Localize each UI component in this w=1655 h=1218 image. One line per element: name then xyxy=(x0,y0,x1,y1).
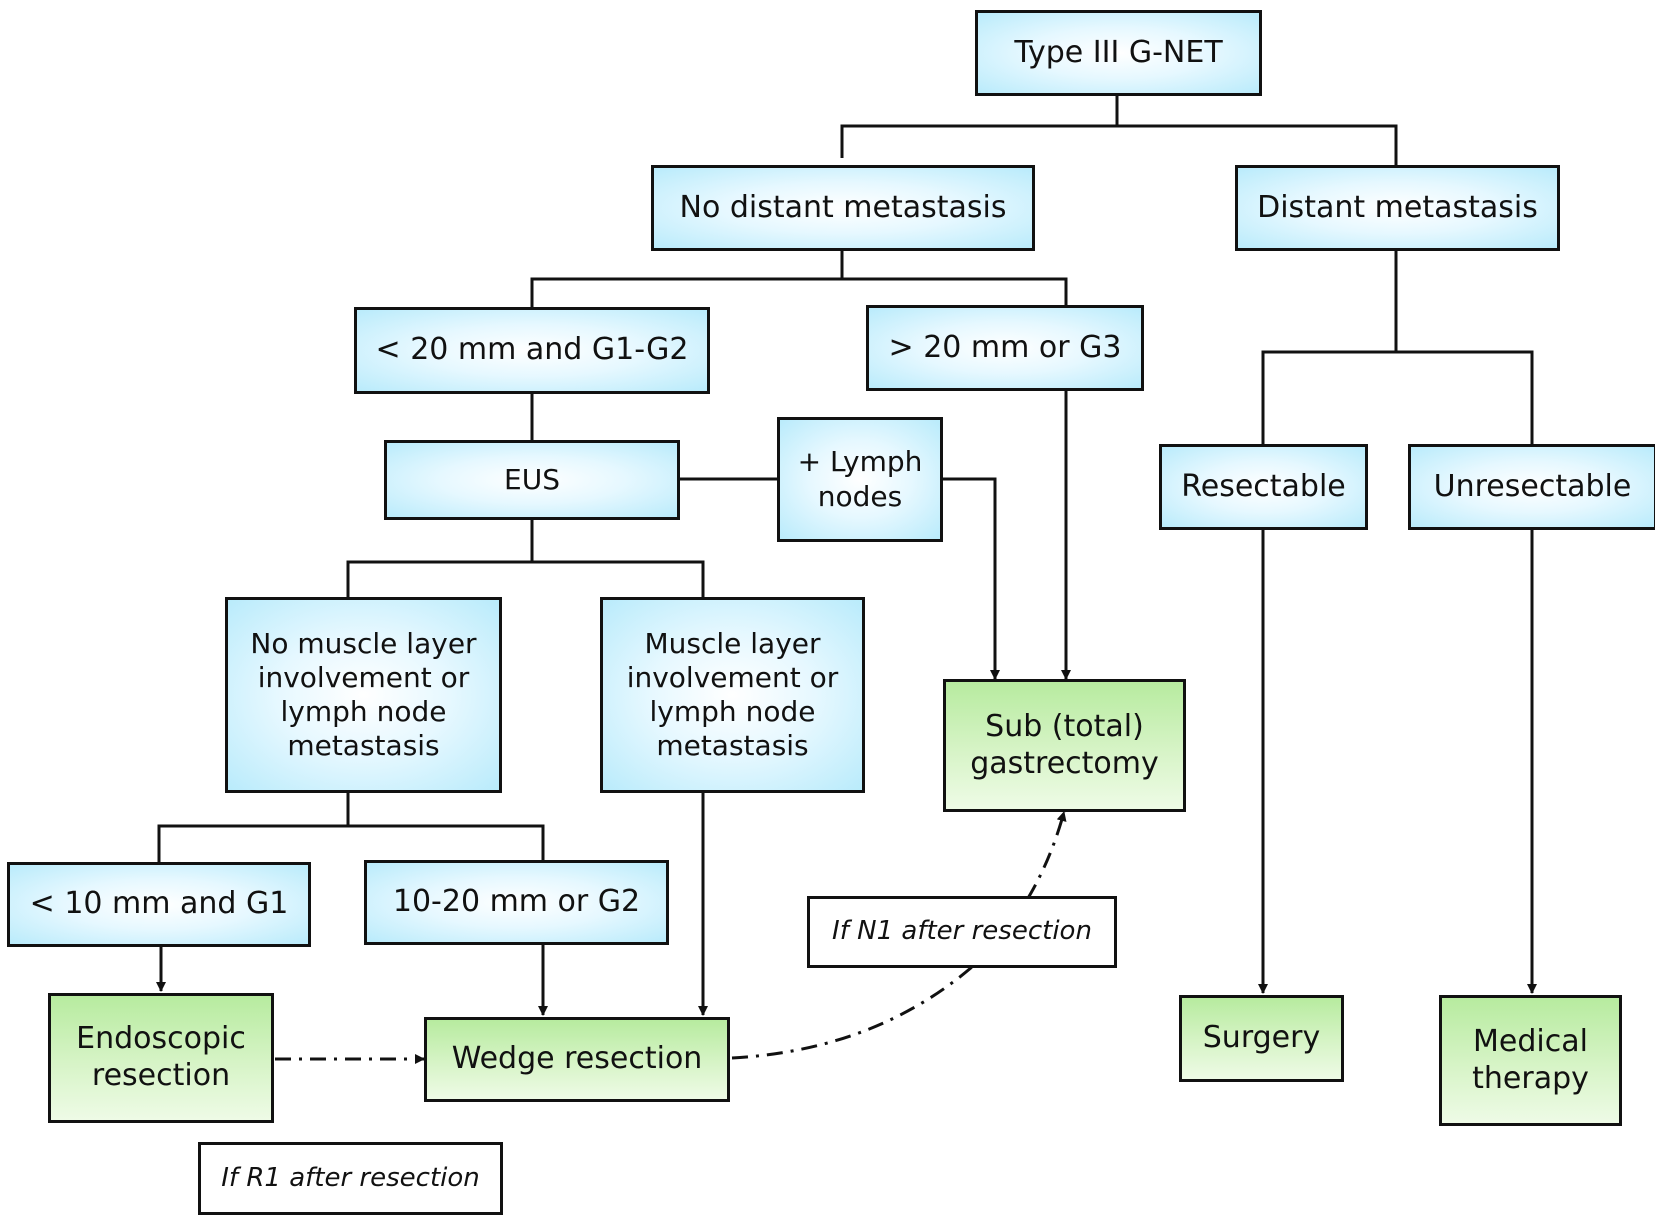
size-lt20-g1g2-label: < 20 mm and G1-G2 xyxy=(375,332,689,368)
no-muscle-involvement-box: No muscle layer involvement or lymph nod… xyxy=(225,597,502,793)
medical-therapy-label: Medical therapy xyxy=(1472,1023,1589,1096)
no-distant-metastasis-label: No distant metastasis xyxy=(679,189,1007,225)
sub-total-gastrectomy-box: Sub (total) gastrectomy xyxy=(943,679,1186,812)
connector-type-to-metastasis xyxy=(840,96,1398,165)
sub-total-gastrectomy-label: Sub (total) gastrectomy xyxy=(970,708,1159,781)
wedge-resection-label: Wedge resection xyxy=(451,1041,703,1077)
size-10-20-g2-label: 10-20 mm or G2 xyxy=(392,884,641,920)
lymph-nodes-label: + Lymph nodes xyxy=(797,445,923,513)
medical-therapy-box: Medical therapy xyxy=(1439,995,1622,1126)
no-muscle-involvement-label: No muscle layer involvement or lymph nod… xyxy=(250,626,477,763)
eus-label: EUS xyxy=(504,462,560,496)
connector-distant-split xyxy=(1261,250,1534,444)
size-gt20-g3-label: > 20 mm or G3 xyxy=(888,329,1122,365)
size-lt10-g1-label: < 10 mm and G1 xyxy=(29,886,289,922)
resectable-box: Resectable xyxy=(1159,444,1368,530)
wedge-resection-box: Wedge resection xyxy=(424,1017,730,1102)
eus-box: EUS xyxy=(384,440,680,520)
if-r1-note: If R1 after resection xyxy=(198,1142,503,1215)
size-lt10-g1-box: < 10 mm and G1 xyxy=(7,862,311,947)
if-n1-label: If N1 after resection xyxy=(832,916,1092,947)
surgery-label: Surgery xyxy=(1202,1020,1321,1056)
type-iii-gnet-box: Type III G-NET xyxy=(975,10,1262,96)
dashed-wedge-to-gastrectomy xyxy=(731,811,1067,1060)
unresectable-label: Unresectable xyxy=(1433,468,1632,504)
size-10-20-g2-box: 10-20 mm or G2 xyxy=(364,860,669,945)
resectable-label: Resectable xyxy=(1181,468,1346,504)
muscle-involvement-box: Muscle layer involvement or lymph node m… xyxy=(600,597,865,793)
if-r1-label: If R1 after resection xyxy=(221,1162,480,1193)
no-distant-metastasis-box: No distant metastasis xyxy=(651,165,1035,251)
distant-metastasis-label: Distant metastasis xyxy=(1257,189,1538,225)
size-lt20-g1g2-box: < 20 mm and G1-G2 xyxy=(354,307,710,394)
size-gt20-g3-box: > 20 mm or G3 xyxy=(866,305,1144,391)
if-n1-note: If N1 after resection xyxy=(807,896,1117,968)
endoscopic-resection-box: Endoscopic resection xyxy=(48,993,274,1123)
muscle-involvement-label: Muscle layer involvement or lymph node m… xyxy=(626,626,839,763)
connector-nomuscle-split xyxy=(157,792,545,862)
connector-nodistant-to-size xyxy=(530,250,1068,307)
type-iii-gnet-label: Type III G-NET xyxy=(1014,34,1223,70)
distant-metastasis-box: Distant metastasis xyxy=(1235,165,1560,251)
connector-lymph-to-gastrectomy xyxy=(941,477,1000,680)
connector-eus-split xyxy=(346,518,705,597)
endoscopic-resection-label: Endoscopic resection xyxy=(76,1021,246,1093)
unresectable-box: Unresectable xyxy=(1408,444,1655,530)
lymph-nodes-box: + Lymph nodes xyxy=(777,417,943,542)
surgery-box: Surgery xyxy=(1179,995,1344,1082)
